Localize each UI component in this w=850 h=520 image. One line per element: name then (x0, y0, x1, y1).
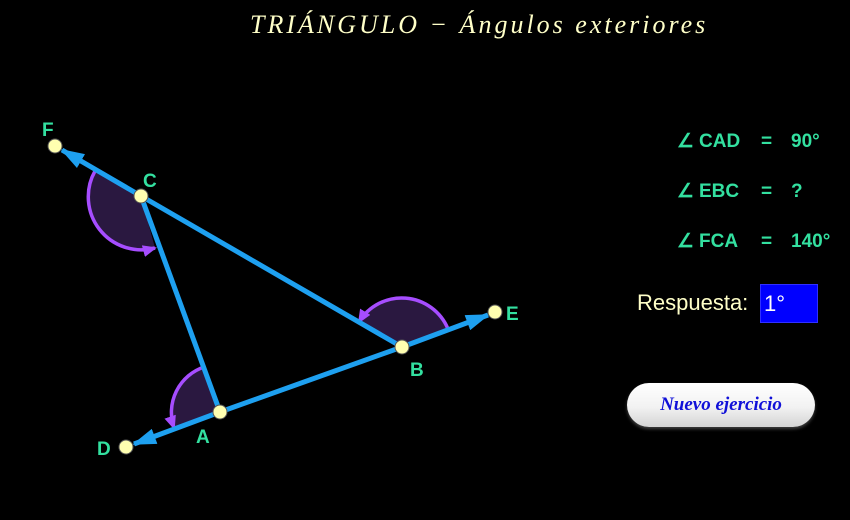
angle-name: CAD (699, 131, 741, 152)
angle-ebc-sector (359, 297, 448, 347)
equals-sign: = (761, 131, 773, 152)
angle-value: ? (791, 181, 803, 202)
label-b: B (410, 360, 424, 381)
segment-cb[interactable] (139, 193, 404, 350)
label-d: D (97, 439, 111, 460)
angle-symbol: ∠ (677, 131, 695, 152)
ray-ad[interactable] (132, 409, 221, 447)
angle-cad-row: ∠CAD = 90° (677, 130, 820, 153)
angle-value: 140° (791, 231, 831, 252)
ray-be[interactable] (401, 312, 490, 350)
angle-symbol: ∠ (677, 231, 695, 252)
segment-ab[interactable] (219, 344, 403, 415)
point-a[interactable] (212, 404, 228, 420)
page-title: TRIÁNGULO − Ángulos exteriores (250, 10, 709, 39)
point-c[interactable] (133, 188, 149, 204)
ray-cf[interactable] (60, 147, 143, 199)
answer-label: Respuesta: (637, 290, 749, 315)
point-b[interactable] (394, 339, 410, 355)
label-e: E (506, 304, 519, 325)
angle-ebc-arc (357, 296, 450, 330)
angle-value: 90° (791, 131, 820, 152)
point-d[interactable] (118, 439, 134, 455)
angle-fca-sector (88, 171, 155, 250)
angle-name: FCA (699, 231, 739, 252)
angle-fca-arc (86, 170, 157, 257)
segment-ca[interactable] (138, 195, 223, 413)
answer-input[interactable] (760, 284, 818, 323)
angle-cad-arc (164, 365, 205, 430)
angle-fca-row: ∠FCA = 140° (677, 230, 830, 253)
equals-sign: = (761, 231, 773, 252)
angle-ebc-row: ∠EBC =? (677, 180, 803, 203)
angle-name: EBC (699, 181, 740, 202)
equals-sign: = (761, 181, 773, 202)
point-e[interactable] (487, 304, 503, 320)
point-f[interactable] (47, 138, 63, 154)
label-a: A (196, 427, 210, 448)
new-exercise-button[interactable]: Nuevo ejercicio (627, 383, 815, 427)
label-c: C (143, 171, 157, 192)
angle-symbol: ∠ (677, 181, 695, 202)
label-f: F (42, 120, 54, 141)
